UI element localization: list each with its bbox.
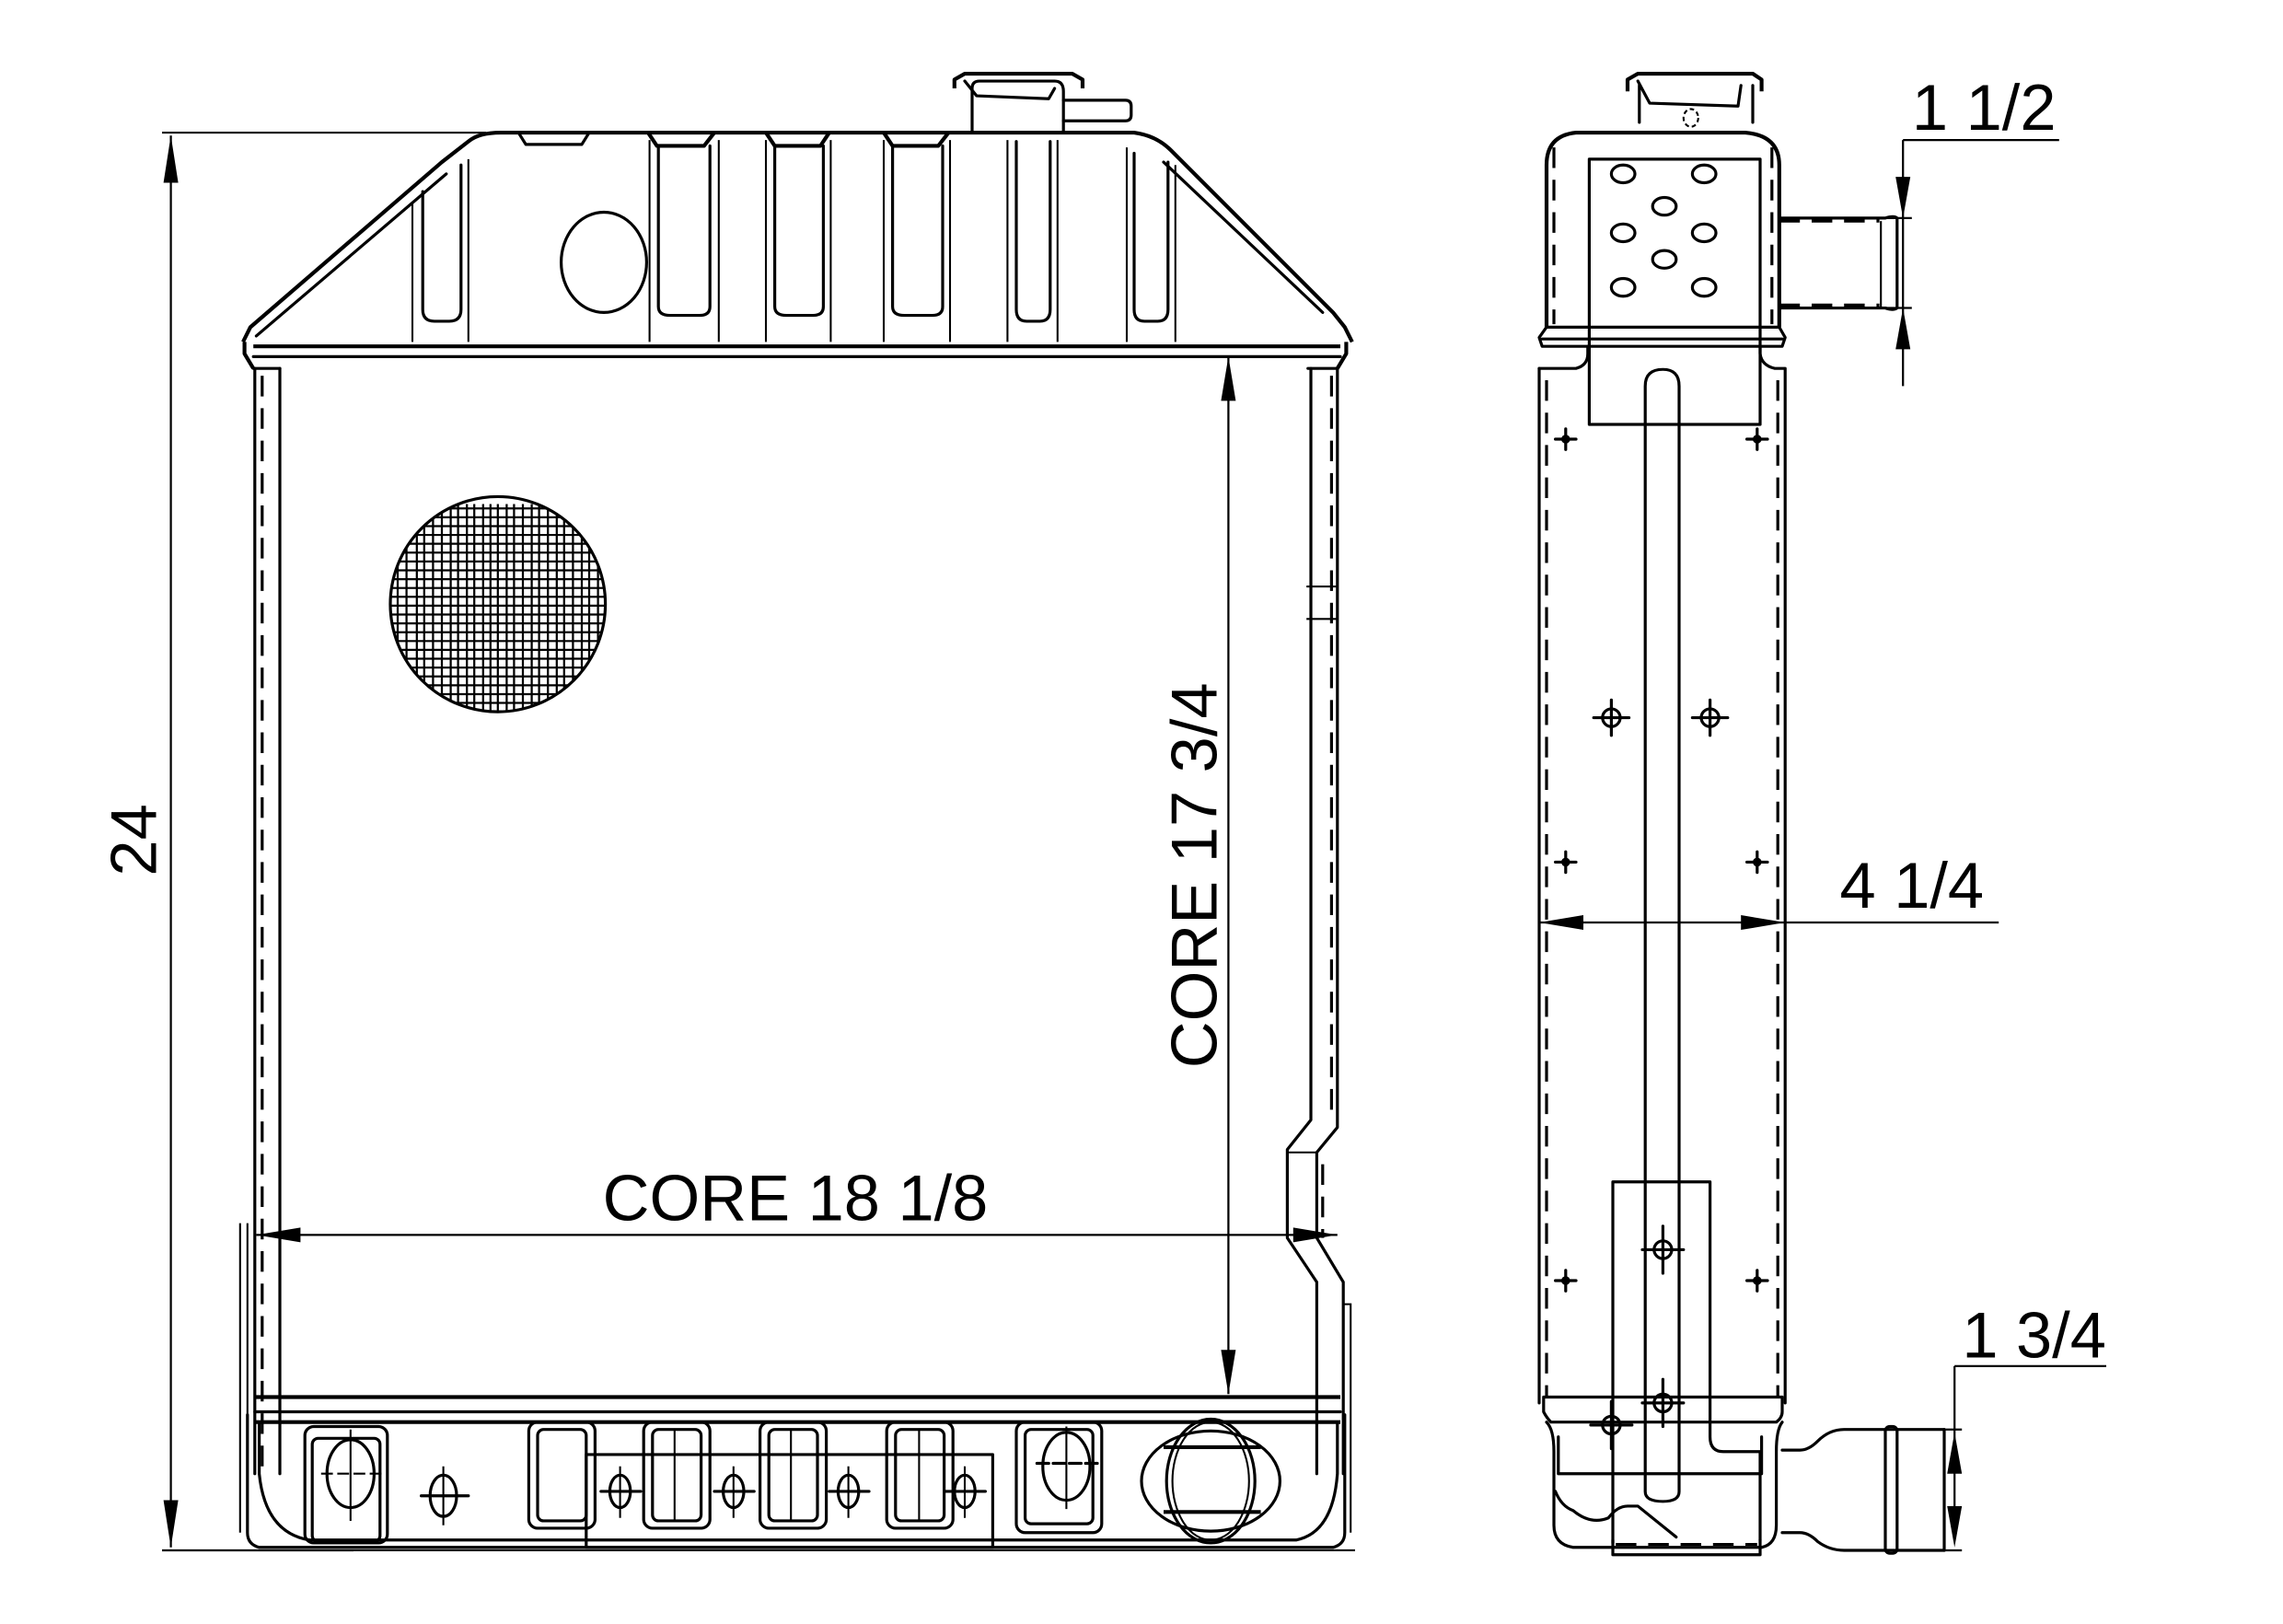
core-width-label: CORE 18 1/8 <box>603 1161 989 1234</box>
side-tank-plate <box>1587 157 1762 426</box>
bracket-hole-marker <box>1589 1399 1634 1451</box>
arrow-right-icon <box>1292 1227 1338 1243</box>
core-width-dimension: CORE 18 1/8 <box>256 1161 1338 1243</box>
arrow-down-icon <box>1895 177 1911 218</box>
top-tank-port <box>560 210 648 314</box>
arrow-down-icon <box>1947 1505 1963 1548</box>
arrow-up-icon <box>1947 1432 1963 1474</box>
arrow-left-icon <box>256 1227 301 1243</box>
bottom-tank <box>246 1395 1355 1552</box>
core-depth-dimension: 4 1/4 <box>1539 849 1999 931</box>
side-slot <box>1643 367 1681 1503</box>
inlet-pipe <box>1778 215 1899 311</box>
arrow-down-icon <box>163 1500 179 1548</box>
inlet-diameter-label: 1 1/2 <box>1912 71 2057 144</box>
arrow-up-icon <box>163 135 179 183</box>
core-depth-label: 4 1/4 <box>1840 849 1985 922</box>
tank-ribs <box>411 140 1176 342</box>
core-height-label: CORE 17 3/4 <box>1158 682 1231 1068</box>
bracket-hole-marker <box>1640 1224 1686 1275</box>
inlet-diameter-dimension: 1 1/2 <box>1885 71 2059 387</box>
arrow-down-icon <box>1221 1350 1236 1395</box>
bottom-bracket <box>585 1453 994 1549</box>
outlet-diameter-dimension: 1 3/4 <box>1944 1298 2106 1552</box>
core-mesh-sample <box>390 504 606 713</box>
front-view: 24 <box>98 71 1355 1552</box>
bracket-hole-marker <box>1640 1377 1686 1429</box>
filler-cap <box>952 71 1133 134</box>
overall-height-label: 24 <box>98 804 170 876</box>
mount-hole-marker <box>420 1466 470 1525</box>
arrow-up-icon <box>1895 307 1911 350</box>
top-tank <box>241 71 1354 370</box>
side-cross-markers <box>1554 427 1769 1293</box>
overall-height-dimension: 24 <box>98 131 486 1552</box>
side-view: 4 1/4 1 1/2 <box>1537 71 2106 1557</box>
arrow-left-icon <box>1539 915 1583 931</box>
arrow-up-icon <box>1221 356 1236 401</box>
side-tank-holes <box>1609 163 1718 298</box>
outlet-pipe <box>1780 1424 1946 1555</box>
bottom-outlet <box>1140 1417 1281 1545</box>
core-height-dimension: CORE 17 3/4 <box>1158 356 1236 1395</box>
arrow-right-icon <box>1741 915 1786 931</box>
side-filler-cap <box>1625 71 1764 128</box>
outlet-diameter-label: 1 3/4 <box>1962 1298 2106 1371</box>
bracket-hole-markers <box>599 1466 987 1518</box>
